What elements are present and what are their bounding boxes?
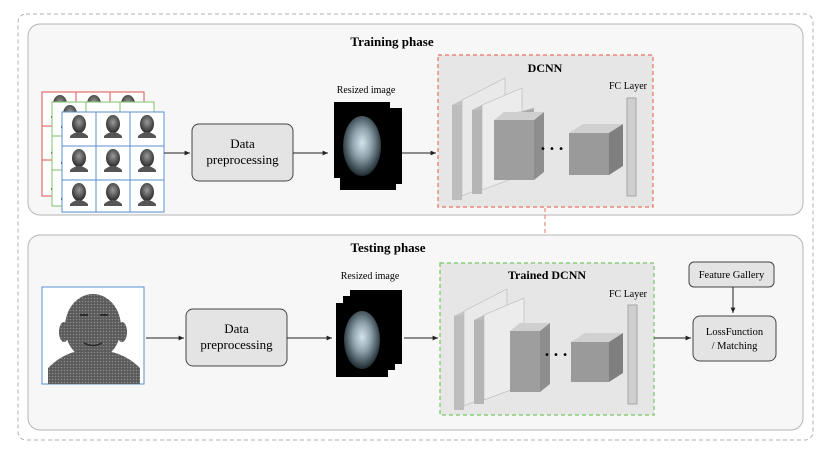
testing-title: Testing phase — [350, 240, 425, 255]
dcnn-layers — [452, 77, 544, 200]
testing-preprocess-line1: Data — [224, 321, 249, 336]
dcnn-fc-layer — [626, 97, 637, 197]
testing-fc-label: FC Layer — [609, 289, 648, 300]
training-preprocess-line1: Data — [230, 136, 255, 151]
trained-dcnn-title: Trained DCNN — [508, 268, 586, 282]
training-fc-label: FC Layer — [609, 81, 648, 92]
training-face-grid-stack — [41, 91, 165, 213]
loss-matching-line2: / Matching — [712, 341, 759, 352]
dcnn-feature-cube — [569, 124, 623, 175]
loss-matching-box — [692, 315, 777, 362]
trained-dcnn-fc-layer — [627, 304, 638, 405]
testing-preprocess-line2: preprocessing — [200, 337, 273, 352]
feature-gallery-label: Feature Gallery — [699, 270, 765, 281]
training-title: Training phase — [350, 34, 433, 49]
loss-matching-line1: LossFunction — [706, 327, 764, 338]
training-resized-face-stack — [334, 102, 402, 190]
dcnn-dots: • • • — [540, 144, 564, 155]
trained-dcnn-feature-cube — [571, 333, 623, 382]
trained-dcnn-layers — [454, 288, 550, 410]
dcnn-title: DCNN — [528, 61, 563, 75]
outer-dashed-border — [17, 13, 814, 441]
testing-resized-face-stack — [336, 290, 402, 377]
training-resized-label: Resized image — [337, 85, 396, 96]
testing-resized-label: Resized image — [341, 271, 400, 282]
testing-probe-face — [41, 286, 145, 385]
feature-gallery-box — [688, 261, 775, 288]
training-preprocess-line2: preprocessing — [206, 152, 279, 167]
trained-dcnn-dots: • • • — [544, 350, 568, 361]
